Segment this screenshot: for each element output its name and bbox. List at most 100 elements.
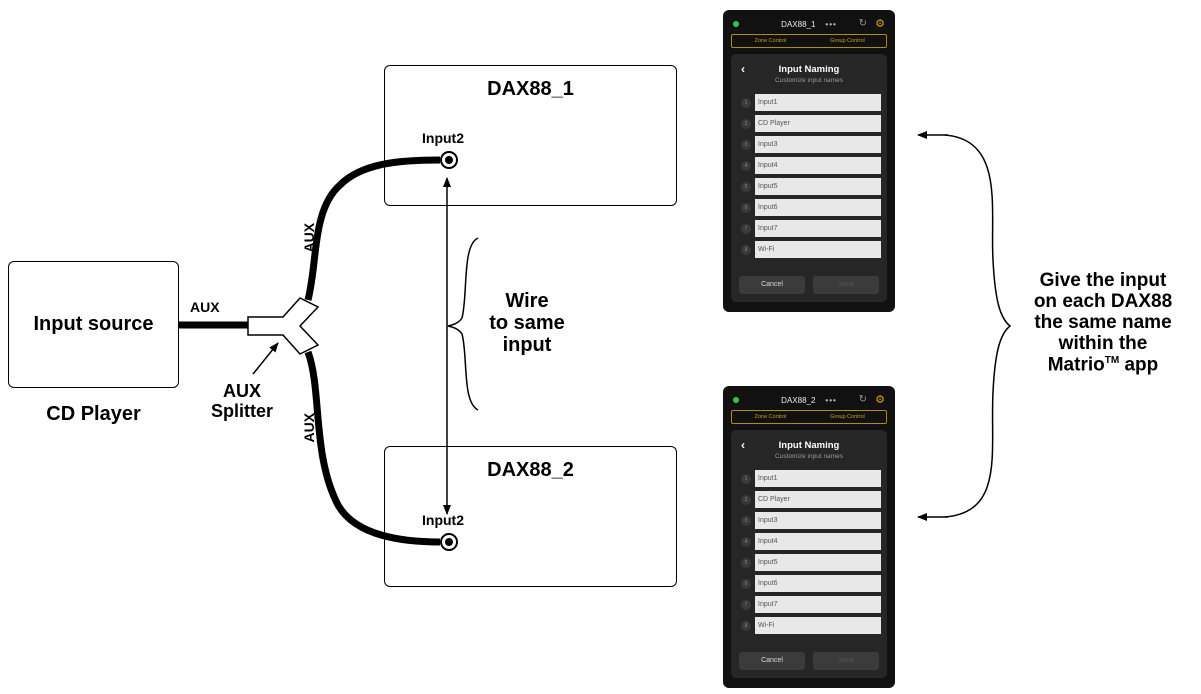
naming-note: Give the input on each DAX88 the same na… [1013, 270, 1193, 376]
dax88-2-box: DAX88_2 [384, 446, 677, 587]
tab-zone-control[interactable]: Zone Control [754, 38, 787, 44]
connection-status-dot [733, 21, 739, 27]
input-row: 6 Input6 [737, 199, 881, 216]
naming-note-line1: Give the input [1039, 270, 1167, 291]
input-number-badge: 4 [741, 160, 751, 171]
back-chevron-icon[interactable]: ‹ [741, 62, 745, 76]
input-name-field[interactable]: Input7 [755, 596, 881, 613]
input-source-label: Input source [33, 313, 154, 335]
input-name-field[interactable]: Input5 [755, 554, 881, 571]
input-row: 8 Wi-Fi [737, 241, 881, 258]
input-number-badge: 8 [741, 620, 751, 631]
aux-cable-lower [304, 350, 441, 546]
input-number-badge: 5 [741, 557, 751, 568]
dax88-2-input-label: Input2 [422, 512, 464, 528]
input-name-field[interactable]: Wi-Fi [755, 617, 881, 634]
input-name-field[interactable]: Input3 [755, 512, 881, 529]
app-word: app [1119, 353, 1159, 375]
input-row: 7 Input7 [737, 596, 881, 613]
gear-icon[interactable]: ⚙ [875, 18, 885, 30]
input-row: 6 Input6 [737, 575, 881, 592]
input-number-badge: 7 [741, 599, 751, 610]
gear-icon[interactable]: ⚙ [875, 394, 885, 406]
input-name-field[interactable]: Input6 [755, 199, 881, 216]
input-number-badge: 6 [741, 202, 751, 213]
input-number-badge: 2 [741, 118, 751, 129]
wire-note-line3: input [502, 334, 552, 356]
input-name-field[interactable]: Input3 [755, 136, 881, 153]
device-name: DAX88_1 [781, 19, 816, 29]
naming-note-line3: the same name [1034, 311, 1172, 333]
wire-note-line2: to same [489, 312, 565, 334]
wire-brace [447, 237, 479, 411]
aux-splitter-line1: AUX [222, 381, 261, 401]
input-row: 3 Input3 [737, 512, 881, 529]
refresh-icon[interactable]: ↻ [858, 18, 867, 29]
input-row: 5 Input5 [737, 554, 881, 571]
cd-player-label: CD Player [46, 403, 141, 425]
input-number-badge: 7 [741, 223, 751, 234]
input-name-field[interactable]: CD Player [755, 115, 881, 132]
panel-subtitle: Customize input names [775, 77, 843, 84]
app-naming-brace [944, 134, 1012, 518]
cancel-button[interactable]: Cancel [739, 652, 805, 670]
more-icon[interactable]: ••• [825, 395, 837, 405]
input-row: 2 CD Player [737, 115, 881, 132]
input-number-badge: 1 [741, 97, 751, 108]
matrio-word: Matrio [1047, 353, 1105, 375]
input2-jack-dax2 [440, 533, 458, 551]
input-name-field[interactable]: Input4 [755, 533, 881, 550]
input-row: 8 Wi-Fi [737, 617, 881, 634]
naming-note-line4: within the [1058, 332, 1148, 354]
input-name-field[interactable]: Input4 [755, 157, 881, 174]
input-row: 4 Input4 [737, 533, 881, 550]
input-name-field[interactable]: Input1 [755, 94, 881, 111]
aux-cable-upper [304, 156, 441, 301]
input-name-field[interactable]: Input6 [755, 575, 881, 592]
input-number-badge: 3 [741, 515, 751, 526]
dax88-1-input-label: Input2 [422, 130, 464, 146]
dax88-2-title: DAX88_2 [487, 459, 574, 481]
phone-screen-dax88-2: DAX88_2 ••• ↻ ⚙ Zone Control Group Contr… [723, 386, 895, 688]
input-row: 7 Input7 [737, 220, 881, 237]
back-chevron-icon[interactable]: ‹ [741, 438, 745, 452]
refresh-icon[interactable]: ↻ [858, 394, 867, 405]
input-name-field[interactable]: Input5 [755, 178, 881, 195]
aux-label-upper: AUX [301, 222, 318, 253]
more-icon[interactable]: ••• [825, 19, 837, 29]
input-name-field[interactable]: Input1 [755, 470, 881, 487]
save-button[interactable]: Save [813, 276, 879, 294]
device-name: DAX88_2 [781, 395, 816, 405]
tab-group-control[interactable]: Group Control [830, 38, 865, 44]
tab-group-control[interactable]: Group Control [830, 414, 865, 420]
phone-status-bar: DAX88_2 ••• ↻ ⚙ [731, 393, 887, 407]
trademark-mark: TM [1104, 354, 1120, 366]
input-number-badge: 6 [741, 578, 751, 589]
panel-title: Input Naming [778, 64, 840, 75]
input-number-badge: 8 [741, 244, 751, 255]
naming-note-line2: on each DAX88 [1033, 290, 1173, 312]
input-name-field[interactable]: Wi-Fi [755, 241, 881, 258]
cancel-button[interactable]: Cancel [739, 276, 805, 294]
aux-splitter-line2: Splitter [210, 400, 273, 421]
input-name-field[interactable]: Input7 [755, 220, 881, 237]
wire-note-line1: Wire [505, 290, 549, 312]
input2-jack-dax1 [440, 151, 458, 169]
input-row: 1 Input1 [737, 94, 881, 111]
save-button[interactable]: Save [813, 652, 879, 670]
aux-label-lower: AUX [301, 412, 318, 443]
splitter-pointer-arrow [252, 342, 279, 375]
panel-buttons: Cancel Save [739, 652, 879, 670]
input-name-field[interactable]: CD Player [755, 491, 881, 508]
phone-screen-dax88-1: DAX88_1 ••• ↻ ⚙ Zone Control Group Contr… [723, 10, 895, 312]
input-number-badge: 4 [741, 536, 751, 547]
tab-zone-control[interactable]: Zone Control [754, 414, 787, 420]
connection-status-dot [733, 397, 739, 403]
